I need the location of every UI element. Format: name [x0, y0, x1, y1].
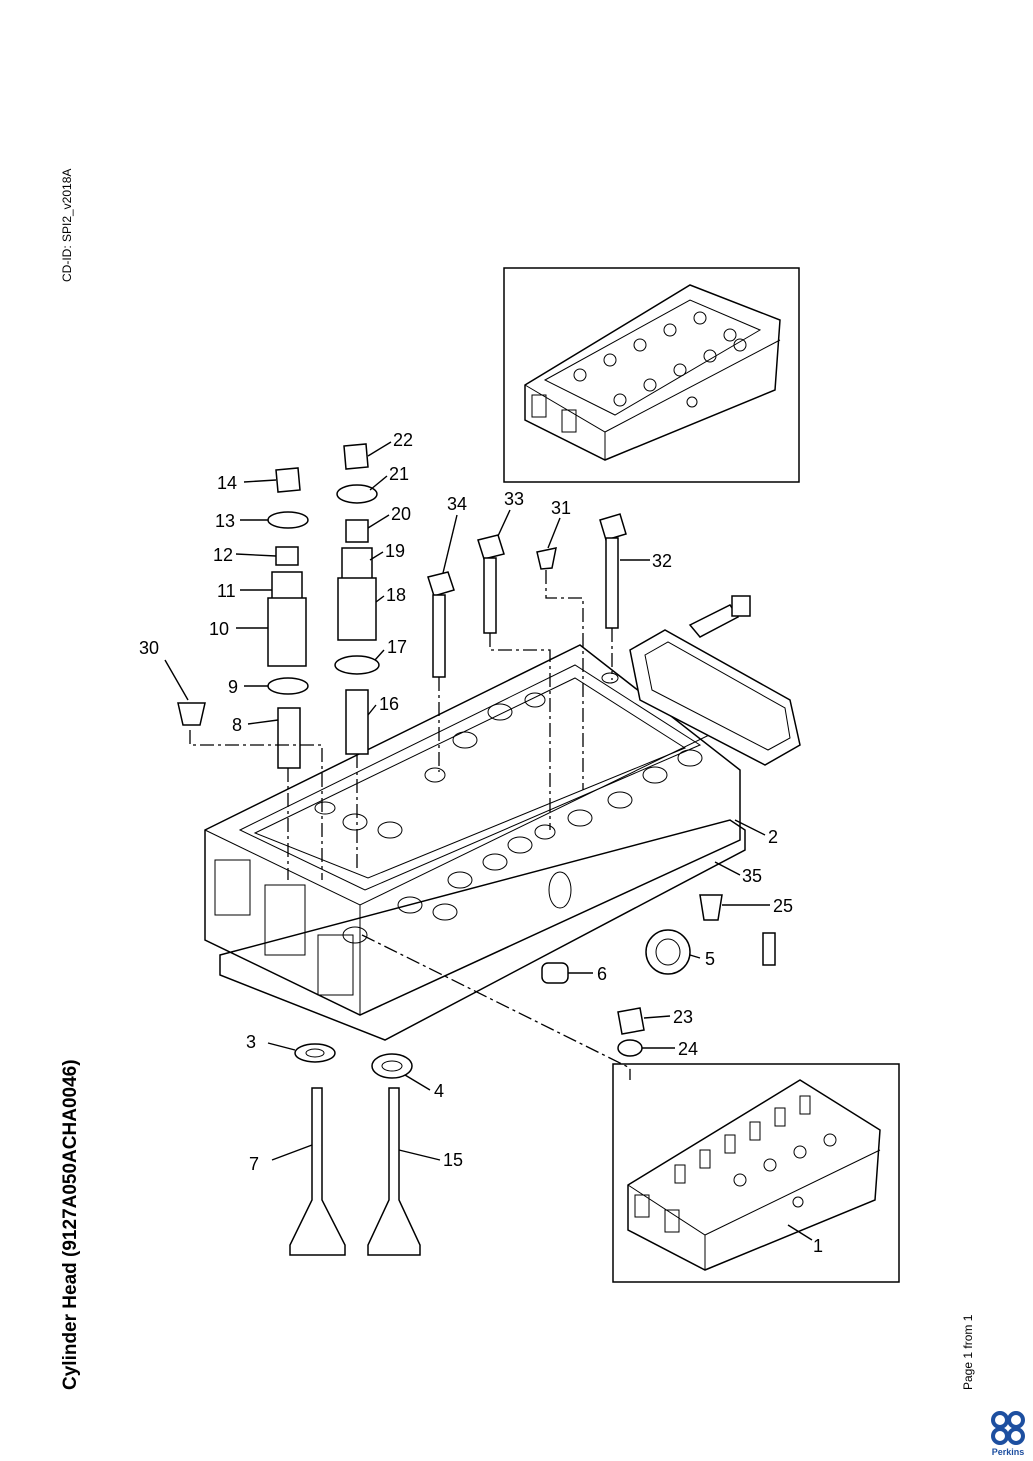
- callout-labels: 14 13 12 11 10 9 8 30 22 21 20 19 18 17 …: [139, 430, 823, 1256]
- callout-13: 13: [215, 511, 235, 531]
- callout-22: 22: [393, 430, 413, 450]
- valve-inlet: [367, 1087, 421, 1256]
- valve-exhaust: [289, 1087, 346, 1256]
- perkins-logo-text: Perkins: [991, 1447, 1025, 1457]
- callout-33: 33: [504, 489, 524, 509]
- callout-18: 18: [386, 585, 406, 605]
- callout-11: 11: [217, 581, 236, 601]
- callout-5: 5: [705, 949, 715, 969]
- callout-8: 8: [232, 715, 242, 735]
- callout-21: 21: [389, 464, 409, 484]
- assembly-lines: [189, 570, 631, 1080]
- callout-20: 20: [391, 504, 411, 524]
- callout-34: 34: [447, 494, 467, 514]
- cylinder-head-main: [204, 644, 741, 1016]
- leader-lines: [164, 441, 813, 1241]
- head-gasket: [219, 819, 746, 1041]
- callout-4: 4: [434, 1081, 444, 1101]
- callout-10: 10: [209, 619, 229, 639]
- perkins-logo-mark-icon: [991, 1411, 1025, 1445]
- valve-train-right: [334, 443, 380, 755]
- callout-14: 14: [217, 473, 237, 493]
- callout-15: 15: [443, 1150, 463, 1170]
- perkins-logo: Perkins: [988, 1410, 1028, 1460]
- small-parts: [294, 894, 776, 1079]
- callout-19: 19: [385, 541, 405, 561]
- callout-7: 7: [249, 1154, 259, 1174]
- callout-17: 17: [387, 637, 407, 657]
- callout-16: 16: [379, 694, 399, 714]
- callout-31: 31: [551, 498, 571, 518]
- bolts: [427, 513, 627, 678]
- callout-1: 1: [813, 1236, 823, 1256]
- side-cover-plate: [629, 595, 801, 766]
- callout-25: 25: [773, 896, 793, 916]
- callout-3: 3: [246, 1032, 256, 1052]
- inset-assembled-head: [612, 1063, 900, 1283]
- callout-6: 6: [597, 964, 607, 984]
- callout-35: 35: [742, 866, 762, 886]
- callout-30: 30: [139, 638, 159, 658]
- inset-bare-head: [503, 267, 800, 483]
- callout-2: 2: [768, 827, 778, 847]
- callout-12: 12: [213, 545, 233, 565]
- callout-9: 9: [228, 677, 238, 697]
- callout-24: 24: [678, 1039, 698, 1059]
- valve-train-left: [177, 467, 309, 769]
- callout-32: 32: [652, 551, 672, 571]
- callout-23: 23: [673, 1007, 693, 1027]
